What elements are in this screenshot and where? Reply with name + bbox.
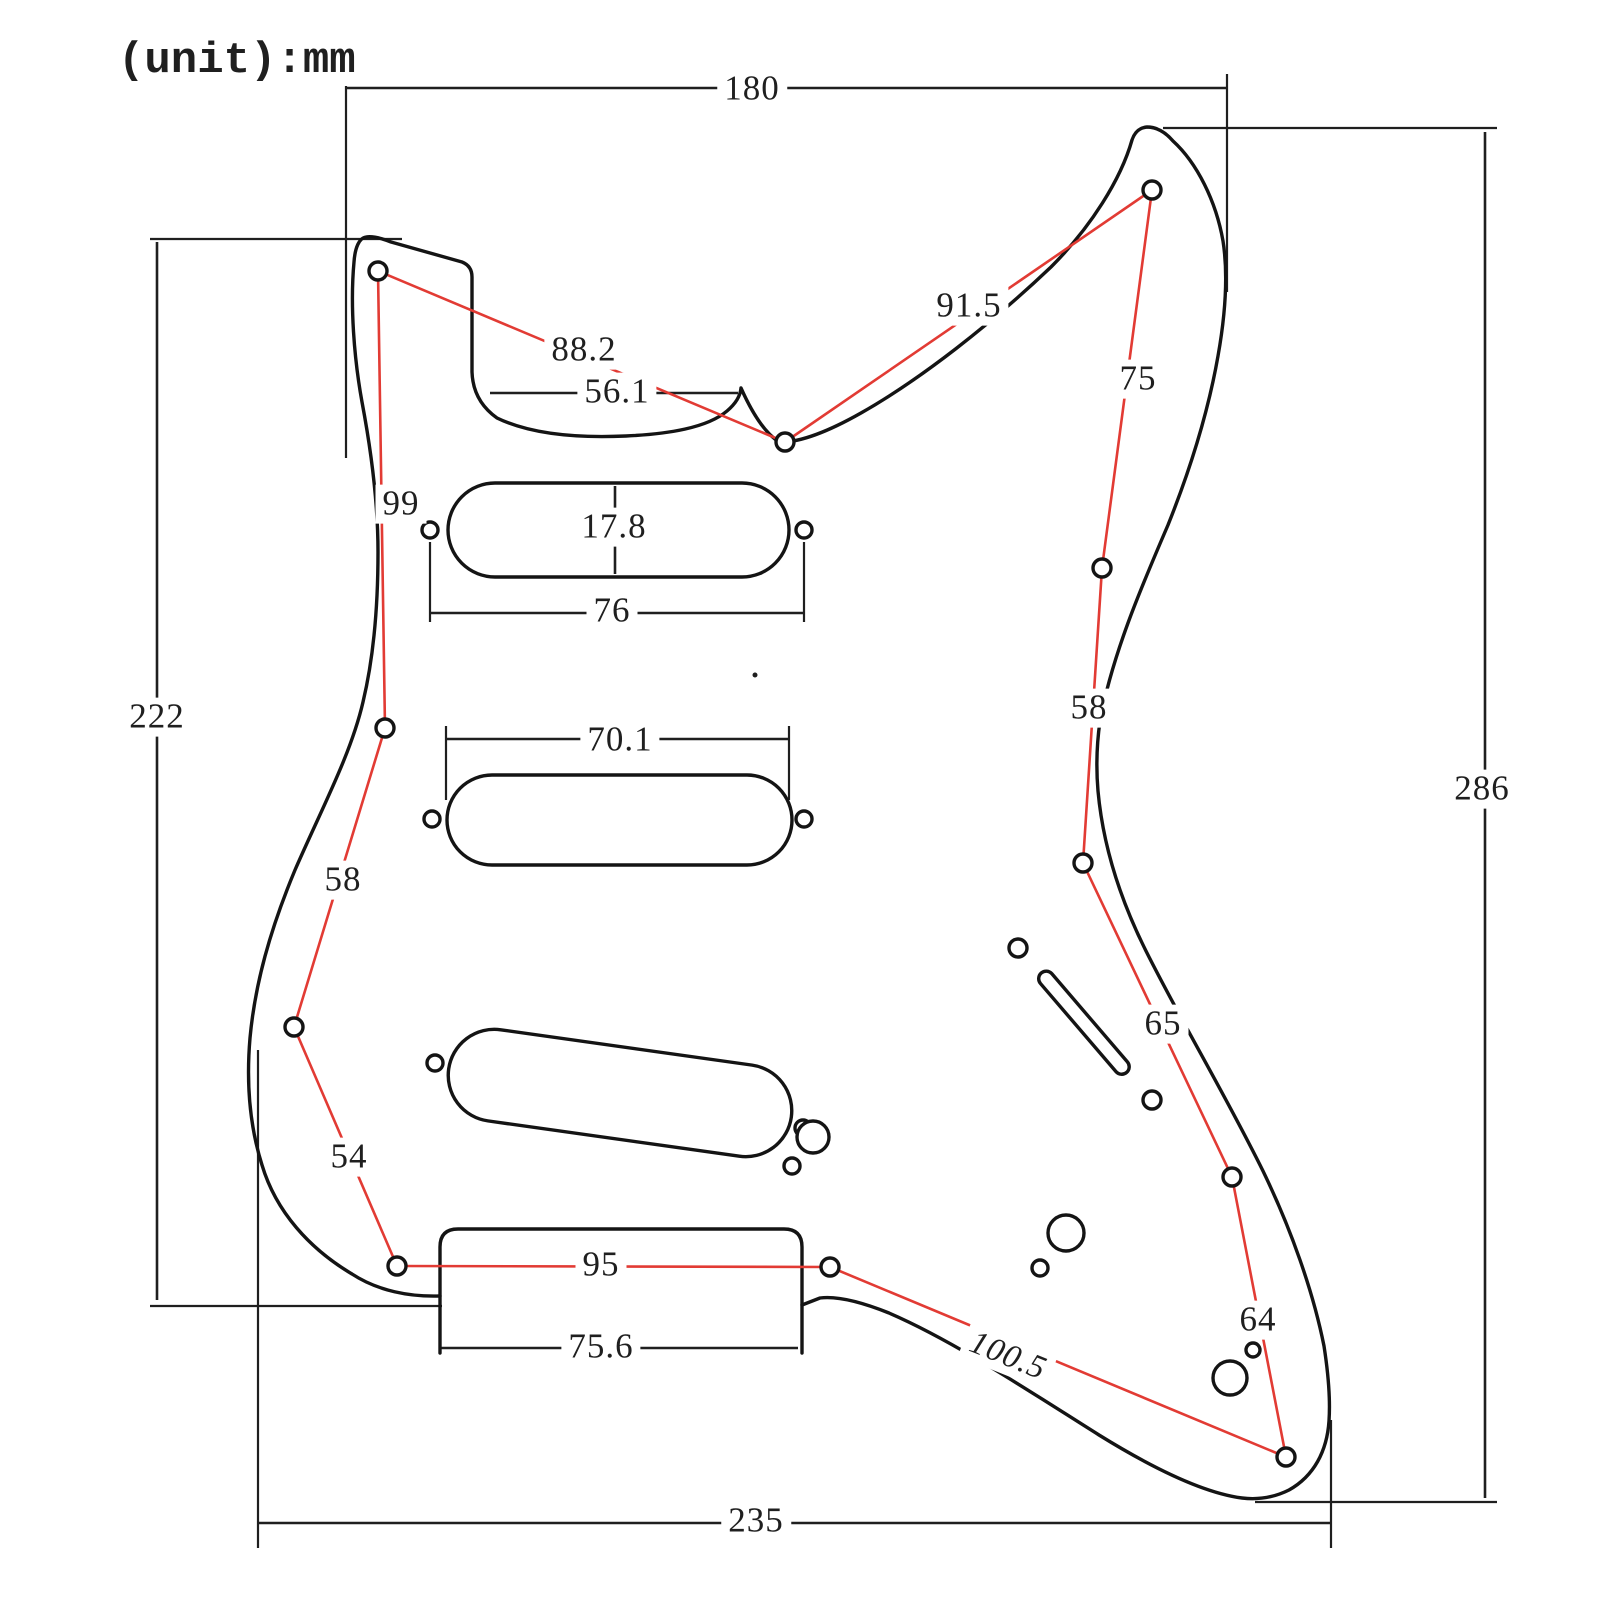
output-jack-screw-hole: [1244, 1341, 1262, 1359]
pickguard: [246, 125, 1332, 1501]
dim-95-label: 95: [575, 1245, 627, 1285]
pickguard-outline: [246, 125, 1332, 1501]
tremolo-cutout: [438, 1227, 804, 1355]
pickup-screw-bridge-left: [425, 1053, 445, 1073]
dim-286-label: 286: [1447, 769, 1517, 809]
pot-screw-hole-volume: [782, 1156, 802, 1176]
dim-76-label: 76: [586, 591, 638, 631]
pot-hole-tone: [1046, 1213, 1086, 1253]
dim-222-label: 222: [122, 697, 192, 737]
dim-99-label: 99: [375, 484, 427, 524]
screw-hole-right-middle: [1072, 852, 1094, 874]
dim-91-5-label: 91.5: [929, 286, 1009, 326]
screw-hole-left-upper: [374, 717, 396, 739]
screw-hole-right-lower: [1221, 1166, 1243, 1188]
unit-caption: (unit):mm: [118, 36, 356, 86]
output-jack-hole: [1211, 1359, 1249, 1397]
pickup-screw-middle-left: [422, 809, 442, 829]
pot-hole-volume: [795, 1119, 831, 1155]
dim-58-right-label: 58: [1063, 688, 1115, 728]
holes: [283, 179, 1297, 1468]
switch-slot: [1037, 969, 1131, 1076]
screw-hole-neck-middle: [774, 431, 796, 453]
pickup-screw-neck-left: [420, 520, 440, 540]
dim-65-label: 65: [1137, 1004, 1189, 1044]
pickup-screw-neck-right: [794, 520, 814, 540]
screw-hole-top-left: [367, 260, 389, 282]
dim-54-label: 54: [323, 1137, 375, 1177]
screw-hole-right-upper: [1091, 557, 1113, 579]
dim-180-label: 180: [717, 69, 787, 109]
dim-64-label: 64: [1232, 1300, 1284, 1340]
dim-56-1-label: 56.1: [577, 372, 657, 412]
switch-screw-hole-upper: [1007, 937, 1029, 959]
neck-pickup-cutout: [446, 481, 791, 579]
pot-screw-hole-tone: [1030, 1258, 1050, 1278]
screw-hole-top-right: [1141, 179, 1163, 201]
screw-hole-bottom-left: [386, 1255, 408, 1277]
switch-screw-hole-lower: [1141, 1089, 1163, 1111]
dim-75-6-label: 75.6: [561, 1327, 641, 1367]
dim-70-1-label: 70.1: [580, 720, 660, 760]
leader-100-5: [828, 1265, 1288, 1459]
dim-235-label: 235: [721, 1501, 791, 1541]
screw-hole-trem-right: [819, 1256, 841, 1278]
dimension-lines: [157, 88, 1485, 1523]
dim-75-label: 75: [1112, 359, 1164, 399]
screw-hole-left-lower: [283, 1016, 305, 1038]
screw-hole-bottom-right: [1275, 1446, 1297, 1468]
middle-pickup-cutout: [445, 773, 794, 867]
dim-58-left-label: 58: [317, 860, 369, 900]
bridge-pickup-cutout: [446, 1027, 794, 1159]
dim-17-8-label: 17.8: [574, 507, 654, 547]
dim-88-2-label: 88.2: [544, 330, 624, 370]
pickup-screw-middle-right: [794, 809, 814, 829]
stray-dot: [752, 672, 758, 678]
